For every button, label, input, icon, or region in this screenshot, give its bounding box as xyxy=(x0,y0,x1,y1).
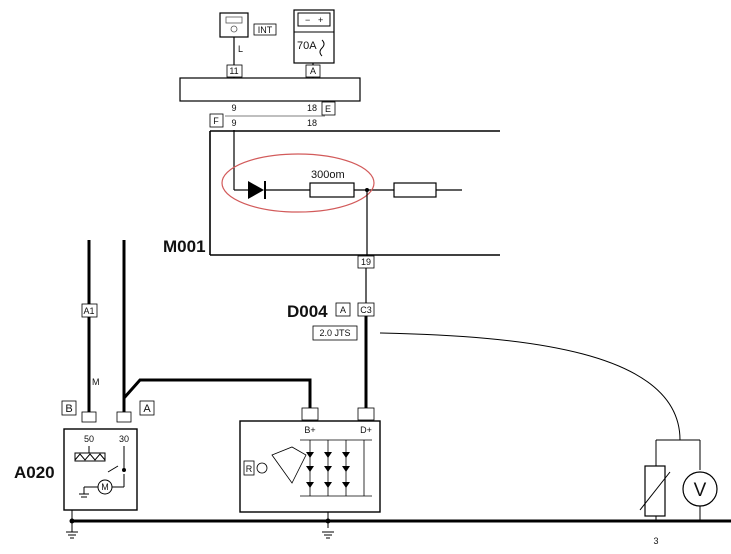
pin-19: 19 xyxy=(361,257,371,267)
svg-text:+: + xyxy=(318,15,323,25)
pin-18-lower: 18 xyxy=(307,118,317,128)
starter-label: A020 xyxy=(14,463,55,482)
highlight-ellipse xyxy=(221,153,375,213)
pin-f: F xyxy=(213,116,219,126)
svg-text:M: M xyxy=(101,482,109,492)
engine-tag: 2.0 JTS xyxy=(319,328,350,338)
harness-connector-a: A xyxy=(340,305,346,315)
pin-e: E xyxy=(325,104,331,114)
resistor-label: 300om xyxy=(311,169,345,181)
int-label: INT xyxy=(258,25,273,35)
alternator-r: R xyxy=(246,464,253,474)
pin-a-top: A xyxy=(310,66,316,76)
starter-solenoid-icon xyxy=(74,446,126,473)
pin-9-upper: 9 xyxy=(231,103,236,113)
ground-icon-center xyxy=(322,531,334,539)
starter-pin-30: 30 xyxy=(119,434,129,444)
alternator-bplus: B+ xyxy=(304,425,315,435)
resistor-2-icon xyxy=(393,182,437,198)
starter-motor-icon: M xyxy=(79,474,125,498)
diode-icon xyxy=(248,181,266,199)
voltmeter-label: V xyxy=(694,480,707,501)
starter-pin-a: A xyxy=(143,403,151,415)
starter-pin-b: B xyxy=(65,403,72,415)
ignition-switch-icon xyxy=(219,12,249,38)
harness-label: D004 xyxy=(287,302,328,321)
pin-a1: A1 xyxy=(83,306,94,316)
wire-m-label: M xyxy=(92,377,100,387)
pin-11: 11 xyxy=(229,66,238,76)
int-tag xyxy=(253,23,277,36)
fuse-icon xyxy=(319,39,325,57)
ecu-label: M001 xyxy=(163,237,206,256)
pin-9-lower: 9 xyxy=(231,118,236,128)
resistor-300-icon xyxy=(309,182,355,198)
pin-c3: C3 xyxy=(360,305,372,315)
pin-18-upper: 18 xyxy=(307,103,317,113)
alternator-dplus: D+ xyxy=(360,425,372,435)
sensor-icon xyxy=(639,465,671,517)
fuse-label: 70A xyxy=(297,40,317,52)
fuse-box xyxy=(179,77,361,102)
ground-icon-left xyxy=(66,521,78,539)
svg-text:−: − xyxy=(305,15,310,25)
sensor-number: 3 xyxy=(653,536,658,546)
starter-pin-50: 50 xyxy=(84,434,94,444)
battery-icon: − + xyxy=(293,9,335,64)
wire-l-label: L xyxy=(238,44,243,54)
